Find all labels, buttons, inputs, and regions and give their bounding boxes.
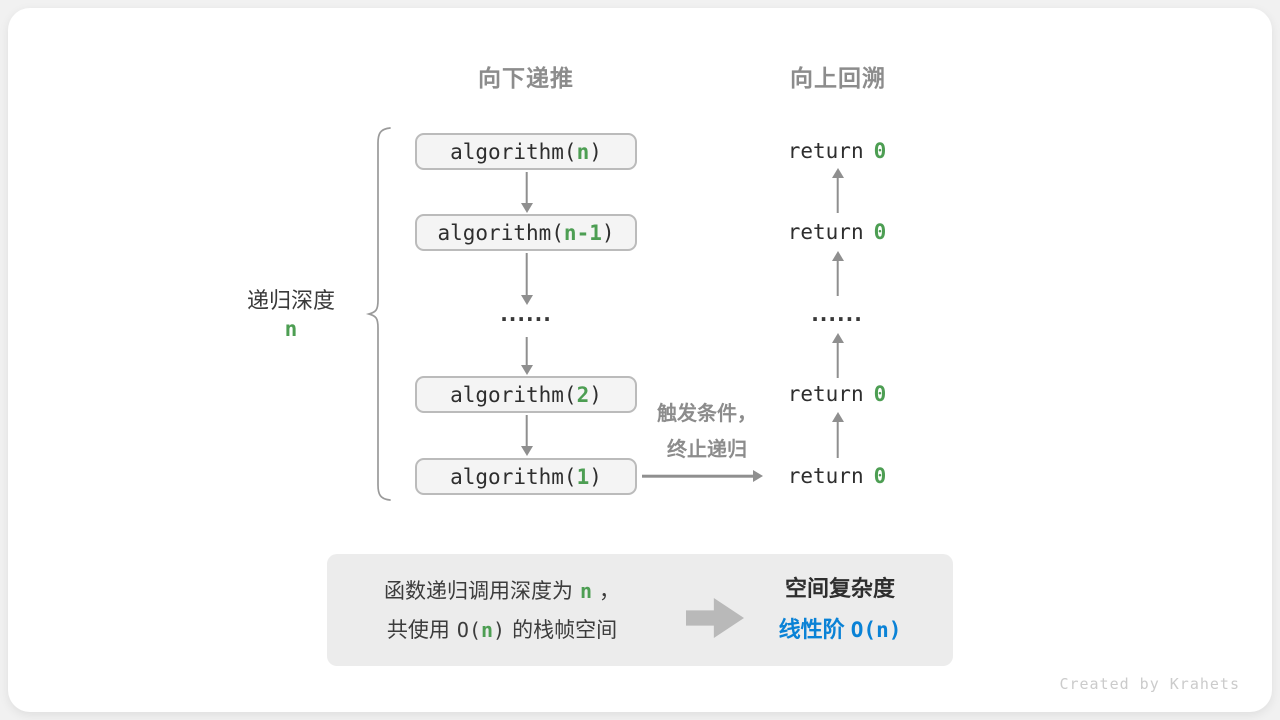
header-upward-backtracking: 向上回溯 [790,65,886,91]
return-statement: return 0 [762,138,912,164]
terminate-arrow-icon [642,469,763,483]
code-text: algorithm( [437,220,564,245]
header-downward-recursion: 向下递推 [478,65,574,91]
return-statement: return 0 [762,219,912,245]
trigger-note-line1: 触发条件， [657,403,757,425]
space-complexity-title: 空间复杂度 [784,576,895,601]
code-text: return [787,382,864,406]
down-arrow-icon [520,253,533,305]
code-text: return [787,464,864,488]
code-text: ) [589,464,602,489]
space-complexity-result: 线性阶 O(n) [778,617,902,642]
down-arrow-icon [520,415,533,456]
trigger-note-line2: 终止递归 [667,439,747,461]
trigger-note: 触发条件， 终止递归 [643,396,771,468]
code-value: 0 [873,382,887,406]
depth-label: 递归深度 [246,288,335,313]
up-arrow-icon [831,333,844,378]
up-arrow-icon [831,412,844,458]
up-arrow-icon [831,168,844,213]
code-text: ) [601,220,615,245]
call-box-algorithm-1: algorithm(1) [415,458,637,495]
summary-box [327,554,953,666]
code-text: return [787,220,864,244]
code-arg: 2 [576,382,590,407]
down-arrow-icon [520,172,533,213]
ellipsis-left: ...... [500,302,552,326]
call-box-algorithm-2: algorithm(2) [415,376,637,413]
depth-brace [360,124,396,504]
up-arrow-icon [831,251,844,296]
code-text: algorithm( [450,382,577,407]
down-arrow-icon [520,337,533,375]
code-value: 0 [873,464,887,488]
code-value: 0 [873,139,887,163]
ellipsis-right: ...... [811,302,863,326]
credit-text: Created by Krahets [1059,675,1240,693]
code-value: 0 [873,220,887,244]
code-text: ) [589,139,602,164]
code-arg: 1 [576,464,590,489]
depth-value: n [284,317,298,341]
code-text: return [787,139,864,163]
code-text: algorithm( [450,139,577,164]
call-box-algorithm-n-1: algorithm(n-1) [415,214,637,251]
code-arg: n [576,139,590,164]
call-box-algorithm-n: algorithm(n) [415,133,637,170]
code-text: ) [589,382,602,407]
return-statement: return 0 [762,463,912,489]
return-statement: return 0 [762,381,912,407]
code-arg: n-1 [563,220,602,245]
summary-right-text: 空间复杂度 线性阶 O(n) [740,568,940,651]
code-text: algorithm( [450,464,577,489]
